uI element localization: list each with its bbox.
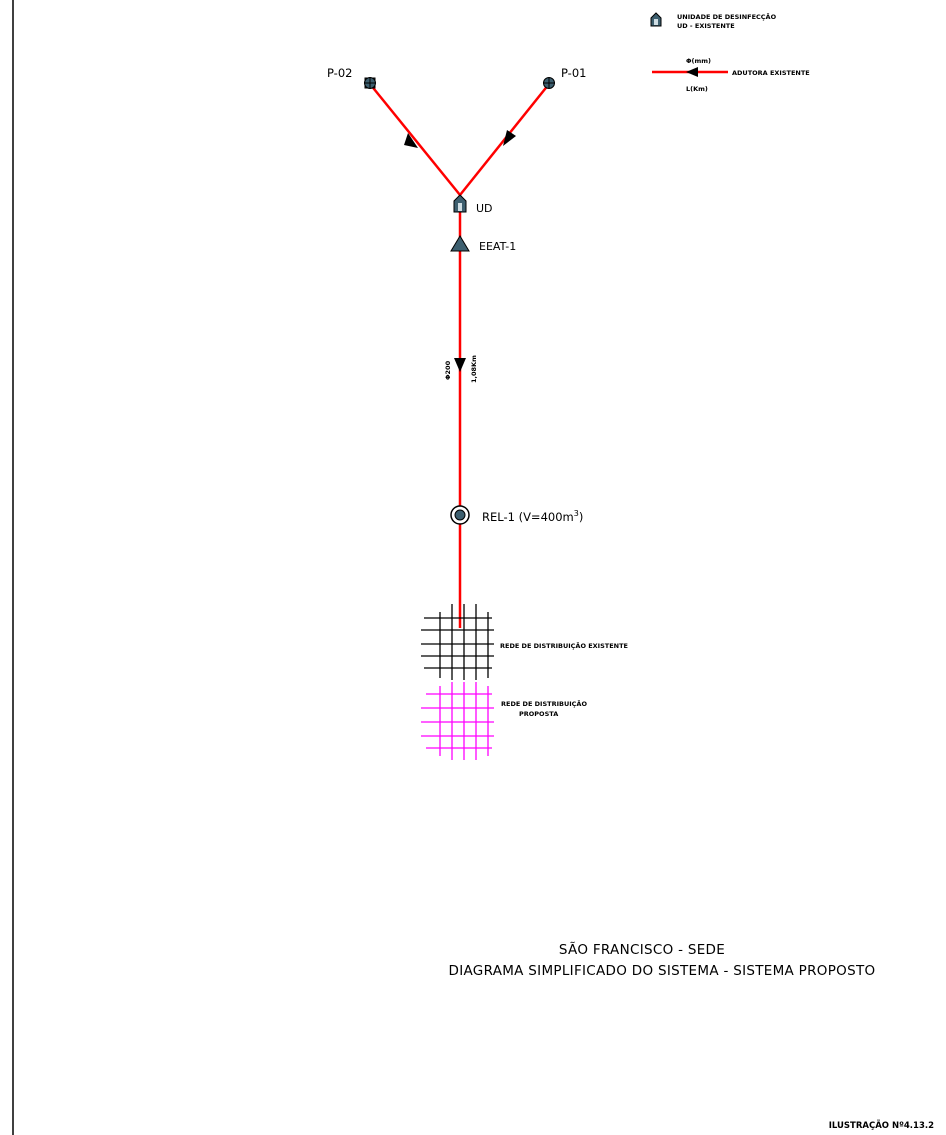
label-p01: P-01 (561, 66, 586, 80)
eeat-pump-icon (450, 235, 470, 252)
pipes (369, 83, 550, 628)
label-p02: P-02 (327, 66, 352, 80)
pipe-length-label: 1,08Km (470, 355, 478, 383)
legend-length-label: L(Km) (686, 85, 708, 93)
legend-pipe-arrow (686, 67, 698, 77)
legend-ud-icon (650, 12, 662, 27)
proposed-network-grid (421, 682, 494, 760)
flow-arrow-p02 (404, 133, 418, 148)
label-eeat: EEAT-1 (479, 240, 516, 253)
pipe-diameter-label: Φ200 (444, 360, 452, 380)
existing-network-grid (421, 604, 494, 680)
label-reservoir: REL-1 (V=400m3) (482, 509, 583, 524)
flow-arrow-main (454, 358, 466, 372)
label-proposed-network-line1: REDE DE DISTRIBUIÇÃO (501, 699, 587, 708)
pipe-p01-ud (459, 83, 550, 196)
title-line2: DIAGRAMA SIMPLIFICADO DO SISTEMA - SISTE… (449, 963, 876, 979)
ud-icon (453, 194, 467, 213)
legend: UNIDADE DE DESINFECÇÃO UD - EXISTENTE Φ(… (650, 12, 810, 93)
label-ud: UD (476, 202, 493, 215)
legend-ud-line1: UNIDADE DE DESINFECÇÃO (677, 12, 777, 21)
illustration-number: ILUSTRAÇÃO Nº4.13.2 (829, 1120, 934, 1131)
legend-ud-line2: UD - EXISTENTE (677, 22, 735, 30)
well-p02-icon (364, 77, 376, 89)
well-p01-icon (543, 77, 555, 89)
legend-diameter-label: Φ(mm) (686, 57, 711, 65)
title-line1: SÃO FRANCISCO - SEDE (559, 941, 725, 958)
flow-arrow-p01 (503, 130, 516, 146)
label-proposed-network-line2: PROPOSTA (519, 710, 558, 718)
label-existing-network: REDE DE DISTRIBUIÇÃO EXISTENTE (500, 641, 628, 650)
reservoir-icon (450, 505, 470, 525)
legend-adutora-label: ADUTORA EXISTENTE (732, 69, 810, 77)
pipe-p02-ud (369, 83, 461, 196)
